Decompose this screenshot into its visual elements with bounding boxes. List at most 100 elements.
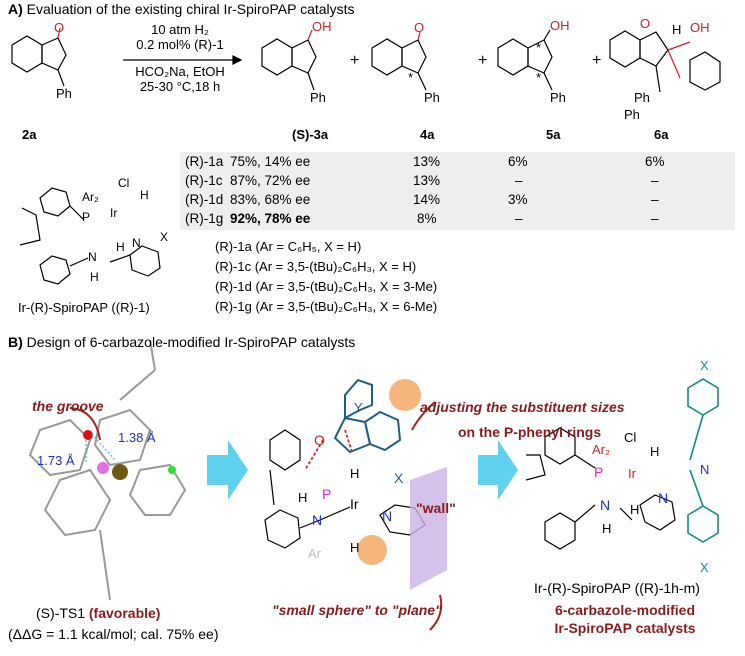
new-atom-n-pyridine: N <box>658 490 669 506</box>
compound-label-4a: 4a <box>420 127 435 142</box>
compound-label-3a: (S)-3a <box>292 127 329 142</box>
catalyst-definitions: (R)-1a (Ar = C₆H₅, X = H) (R)-1c (Ar = 3… <box>215 237 437 317</box>
model-atom-n-2: N <box>382 508 393 524</box>
new-atom-p: P <box>594 464 604 480</box>
atom-h-3: H <box>90 270 99 284</box>
compound-label-6a: 6a <box>654 127 669 142</box>
cell-6a: – <box>651 173 659 188</box>
model-atom-y: Y <box>354 400 363 415</box>
table-row: (R)-1g 92%, 78% ee 8% – – <box>185 211 735 230</box>
model-atom-ir: Ir <box>350 496 359 512</box>
compound-3a-structure <box>261 29 317 91</box>
catalyst-def-1g: (R)-1g (Ar = 3,5-(tBu)₂C₆H₃, X = 6-Me) <box>215 299 438 314</box>
section-a-header: A) Evaluation of the existing chiral Ir-… <box>8 1 355 17</box>
sphere-bottom <box>357 535 387 565</box>
conditions-top: 10 atm H₂ 0.2 mol% (R)-1 <box>126 22 234 52</box>
atom-o-4a: O <box>414 20 425 35</box>
atom-h-1: H <box>140 188 149 202</box>
new-catalyst-title-line2: Ir-SpiroPAP catalysts <box>554 620 696 636</box>
atom-ph: Ph <box>56 86 72 101</box>
atom-cl: Cl <box>118 176 130 190</box>
cell-6a: 6% <box>645 154 665 169</box>
atom-oh-6a: OH <box>690 20 710 35</box>
model-atom-x: X <box>394 470 404 486</box>
distance-2: 1.73 Å <box>37 453 75 468</box>
compound-label-5a: 5a <box>546 127 561 142</box>
new-atom-h-3: H <box>602 521 612 536</box>
atom-ar2: Ar₂ <box>82 190 99 204</box>
atom-ph-5a: Ph <box>550 90 566 105</box>
section-a-title: Evaluation of the existing chiral Ir-Spi… <box>26 1 355 17</box>
section-b-letter: B) <box>8 334 23 350</box>
new-atom-x-1: X <box>700 358 709 373</box>
table-row: (R)-1a 75%, 14% ee 13% 6% 6% <box>185 154 735 173</box>
wall-plane <box>410 467 447 590</box>
ts1-3d-model <box>28 339 187 601</box>
ts1-energy: (ΔΔG = 1.1 kcal/mol; cal. 75% ee) <box>8 626 219 642</box>
cell-3a: 92%, 78% ee <box>230 211 311 226</box>
cell-4a: 13% <box>413 173 441 188</box>
atom-ph-4a: Ph <box>424 90 440 105</box>
compound-2a-structure <box>11 27 67 87</box>
ts1-name: (S)-TS1 <box>36 605 85 621</box>
model-atom-p: P <box>322 486 332 502</box>
condition-catalyst: 0.2 mol% (R)-1 <box>136 37 224 52</box>
atom-oh-5a: OH <box>550 18 570 33</box>
sphere-plane-note: "small sphere" to "plane" <box>272 602 442 618</box>
model-atom-n-1: N <box>312 512 323 528</box>
cell-catalyst: (R)-1c <box>185 173 223 188</box>
cell-5a: – <box>515 211 523 226</box>
atom-n-1: N <box>88 250 97 264</box>
compound-6a-structure <box>609 30 721 93</box>
new-atom-cl: Cl <box>624 430 637 445</box>
compound-5a-structure <box>497 29 553 91</box>
plus-2: + <box>478 52 488 69</box>
model-atom-h-1: H <box>350 466 360 481</box>
cell-5a: – <box>515 173 523 188</box>
model-atom-o: O <box>314 432 325 448</box>
cell-5a: 3% <box>508 192 528 207</box>
new-atom-n-amine: N <box>600 497 611 513</box>
adjust-note-line1: adjusting the substituent sizes <box>420 399 625 415</box>
cell-3a: 87%, 72% ee <box>230 173 311 188</box>
compound-label-2a: 2a <box>22 127 37 142</box>
cell-3a: 83%, 68% ee <box>230 192 311 207</box>
catalyst-1h-m-structure <box>525 378 719 550</box>
stereo-star-5a-1: * <box>536 40 542 55</box>
table-row: (R)-1c 87%, 72% ee 13% – – <box>185 173 735 192</box>
sphere-top <box>389 379 421 411</box>
model-atom-h-2: H <box>298 490 308 505</box>
condition-h2: 10 atm H₂ <box>151 22 209 37</box>
atom-o: O <box>54 20 65 35</box>
catalyst-def-1d: (R)-1d (Ar = 3,5-(tBu)₂C₆H₃, X = 3-Me) <box>215 279 438 294</box>
cell-catalyst: (R)-1d <box>185 192 224 207</box>
atom-o-6a: O <box>640 16 651 31</box>
atom-ph-6a-2: Ph <box>624 107 640 122</box>
section-b-header: B) Design of 6-carbazole-modified Ir-Spi… <box>8 334 355 350</box>
distance-1: 1.38 Å <box>118 430 156 445</box>
wall-label: "wall" <box>416 500 456 516</box>
cell-4a: 8% <box>417 211 437 226</box>
new-atom-ar2: Ar₂ <box>592 442 611 457</box>
cell-4a: 13% <box>413 154 441 169</box>
compound-4a-structure <box>371 31 427 91</box>
atom-p: P <box>82 210 91 224</box>
new-atom-n-carbazole: N <box>700 462 710 477</box>
condition-reductant: HCO₂Na, EtOH <box>135 64 225 79</box>
atom-x: X <box>160 230 169 244</box>
ts1-label: (S)-TS1 (favorable) <box>36 605 160 621</box>
new-atom-h-2: H <box>630 502 640 517</box>
results-table-bg <box>180 152 735 230</box>
plus-3: + <box>592 52 602 69</box>
section-b-title: Design of 6-carbazole-modified Ir-SpiroP… <box>26 334 356 350</box>
catalyst-1-structure <box>19 187 161 285</box>
new-atom-x-2: X <box>700 560 709 575</box>
table-row: (R)-1d 83%, 68% ee 14% 3% – <box>185 192 735 211</box>
new-catalyst-label: Ir-(R)-SpiroPAP ((R)-1h-m) <box>534 580 700 596</box>
catalyst-def-1c: (R)-1c (Ar = 3,5-(tBu)₂C₆H₃, X = H) <box>215 259 417 274</box>
cell-3a: 75%, 14% ee <box>230 154 311 169</box>
section-a-letter: A) <box>8 1 23 17</box>
cell-5a: 6% <box>508 154 528 169</box>
atom-h-6a: H <box>672 22 682 37</box>
